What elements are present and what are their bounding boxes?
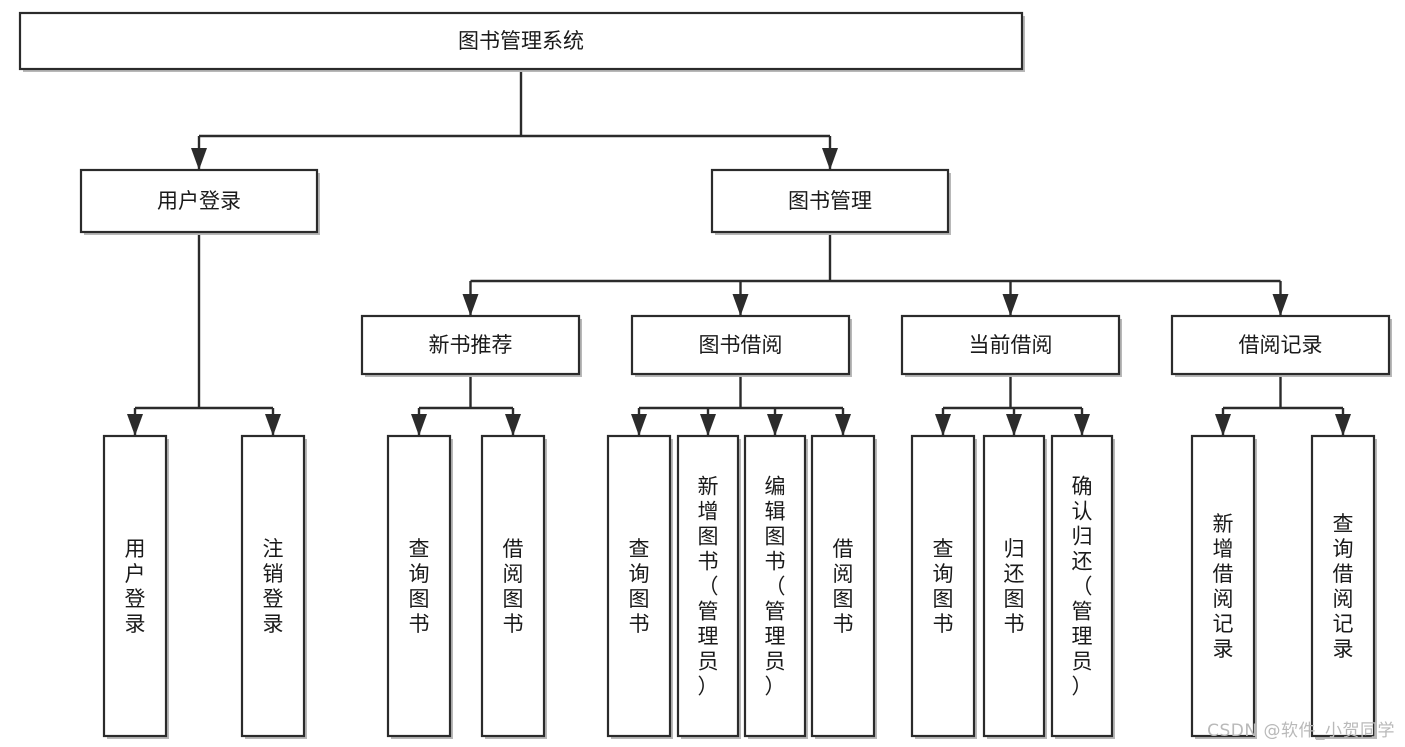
- node-rect[interactable]: [900, 314, 1121, 376]
- node-current-borrow[interactable]: 当前借阅: [900, 314, 1122, 377]
- node-book-manage[interactable]: 图书管理: [710, 168, 951, 235]
- node-leaf-cb-query[interactable]: 查询图书: [910, 434, 977, 739]
- arrow-head-icon: [411, 414, 427, 436]
- node-label: 编辑图书（管理员）: [765, 475, 786, 699]
- node-label: 借阅记录: [1239, 333, 1323, 357]
- node-user-login[interactable]: 用户登录: [79, 168, 320, 235]
- edge-group-borrow-record: [1215, 374, 1351, 436]
- node-rect[interactable]: [1190, 434, 1256, 738]
- node-book-borrow[interactable]: 图书借阅: [630, 314, 852, 377]
- node-rect[interactable]: [240, 434, 306, 738]
- arrow-head-icon: [191, 148, 207, 170]
- node-rect[interactable]: [1170, 314, 1391, 376]
- arrow-head-icon: [505, 414, 521, 436]
- arrow-head-icon: [1335, 414, 1351, 436]
- node-rect[interactable]: [710, 168, 950, 234]
- node-rect[interactable]: [606, 434, 672, 738]
- node-label: 图书借阅: [699, 333, 783, 357]
- edge-group-root: [191, 69, 838, 170]
- node-label: 注销登录: [263, 537, 284, 636]
- arrow-head-icon: [1002, 294, 1019, 316]
- node-label: 新增图书（管理员）: [698, 475, 719, 699]
- node-root[interactable]: 图书管理系统: [18, 11, 1025, 72]
- node-label: 查询图书: [409, 537, 430, 636]
- node-label: 查询借阅记录: [1333, 512, 1354, 661]
- arrow-head-icon: [835, 414, 851, 436]
- node-label: 图书管理: [788, 189, 872, 213]
- arrow-head-icon: [127, 414, 143, 436]
- node-label: 借阅图书: [503, 537, 524, 636]
- node-rect[interactable]: [630, 314, 851, 376]
- arrow-head-icon: [700, 414, 716, 436]
- node-leaf-bb-add[interactable]: 新增图书（管理员）: [676, 434, 741, 739]
- node-rect[interactable]: [102, 434, 168, 738]
- arrow-head-icon: [1272, 294, 1289, 316]
- node-borrow-record[interactable]: 借阅记录: [1170, 314, 1392, 377]
- node-rect[interactable]: [910, 434, 976, 738]
- node-label: 用户登录: [157, 189, 241, 213]
- node-rect[interactable]: [1310, 434, 1376, 738]
- edge-group-book-manage: [462, 232, 1289, 316]
- node-leaf-nb-borrow[interactable]: 借阅图书: [480, 434, 547, 739]
- node-leaf-nb-query[interactable]: 查询图书: [386, 434, 453, 739]
- node-label: 归还图书: [1004, 537, 1025, 636]
- node-label: 查询图书: [933, 537, 954, 636]
- edge-group-current-borrow: [935, 374, 1090, 436]
- node-rect[interactable]: [18, 11, 1024, 71]
- node-label: 用户登录: [125, 537, 146, 636]
- node-label: 当前借阅: [969, 333, 1053, 357]
- node-leaf-bb-edit[interactable]: 编辑图书（管理员）: [743, 434, 808, 739]
- node-label: 新增借阅记录: [1213, 512, 1234, 661]
- arrow-head-icon: [462, 294, 479, 316]
- node-rect[interactable]: [79, 168, 319, 234]
- arrow-head-icon: [767, 414, 783, 436]
- node-leaf-br-query[interactable]: 查询借阅记录: [1310, 434, 1377, 739]
- edge-layer: [127, 69, 1351, 436]
- node-leaf-br-add[interactable]: 新增借阅记录: [1190, 434, 1257, 739]
- edge-group-book-borrow: [631, 374, 851, 436]
- arrow-head-icon: [1215, 414, 1231, 436]
- arrow-head-icon: [1006, 414, 1022, 436]
- node-rect[interactable]: [360, 314, 581, 376]
- arrow-head-icon: [1074, 414, 1090, 436]
- edge-group-new-book: [411, 374, 521, 436]
- node-rect[interactable]: [982, 434, 1046, 738]
- arrow-head-icon: [935, 414, 951, 436]
- node-rect[interactable]: [1050, 434, 1114, 738]
- arrow-head-icon: [631, 414, 647, 436]
- node-leaf-bb-borrow[interactable]: 借阅图书: [810, 434, 877, 739]
- node-rect[interactable]: [810, 434, 876, 738]
- node-label: 确认归还（管理员）: [1072, 475, 1093, 699]
- node-layer: 图书管理系统用户登录图书管理新书推荐图书借阅当前借阅借阅记录用户登录注销登录查询…: [18, 11, 1392, 739]
- node-rect[interactable]: [480, 434, 546, 738]
- arrow-head-icon: [732, 294, 749, 316]
- node-leaf-cb-return[interactable]: 归还图书: [982, 434, 1047, 739]
- arrow-head-icon: [822, 148, 838, 170]
- node-leaf-user-login[interactable]: 用户登录: [102, 434, 169, 739]
- node-rect[interactable]: [676, 434, 740, 738]
- arrow-head-icon: [265, 414, 281, 436]
- node-leaf-cb-confirm[interactable]: 确认归还（管理员）: [1050, 434, 1115, 739]
- node-label: 查询图书: [629, 537, 650, 636]
- node-label: 借阅图书: [833, 537, 854, 636]
- node-new-book[interactable]: 新书推荐: [360, 314, 582, 377]
- node-label: 新书推荐: [429, 333, 513, 357]
- node-leaf-logout[interactable]: 注销登录: [240, 434, 307, 739]
- node-rect[interactable]: [743, 434, 807, 738]
- node-leaf-bb-query[interactable]: 查询图书: [606, 434, 673, 739]
- node-rect[interactable]: [386, 434, 452, 738]
- edge-group-user-login: [127, 232, 281, 436]
- node-label: 图书管理系统: [458, 29, 584, 53]
